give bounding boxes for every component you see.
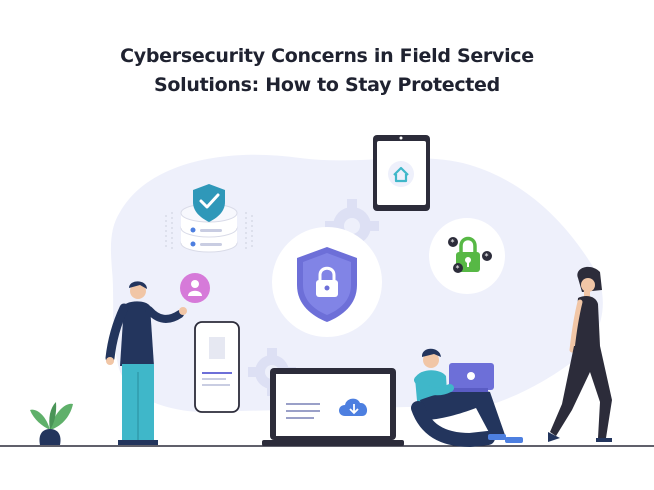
server-shield-icon <box>165 184 253 253</box>
page-title: Cybersecurity Concerns in Field Service … <box>0 42 654 100</box>
plant-icon <box>30 402 73 445</box>
sitting-man <box>411 348 523 448</box>
svg-text:*: * <box>451 238 455 247</box>
tablet-home-icon <box>373 135 430 211</box>
smartphone <box>194 321 240 413</box>
svg-text:*: * <box>485 252 489 261</box>
user-profile-icon <box>180 273 210 303</box>
standing-man <box>105 281 187 445</box>
standing-woman <box>548 266 612 442</box>
laptop <box>262 368 404 446</box>
security-shield-lock-icon <box>272 227 382 337</box>
title-line-1: Cybersecurity Concerns in Field Service <box>120 45 534 67</box>
padlock-icon: * * * <box>429 218 505 294</box>
cloud-download-icon <box>339 398 368 416</box>
title-line-2: Solutions: How to Stay Protected <box>154 74 500 96</box>
svg-text:*: * <box>456 264 460 273</box>
